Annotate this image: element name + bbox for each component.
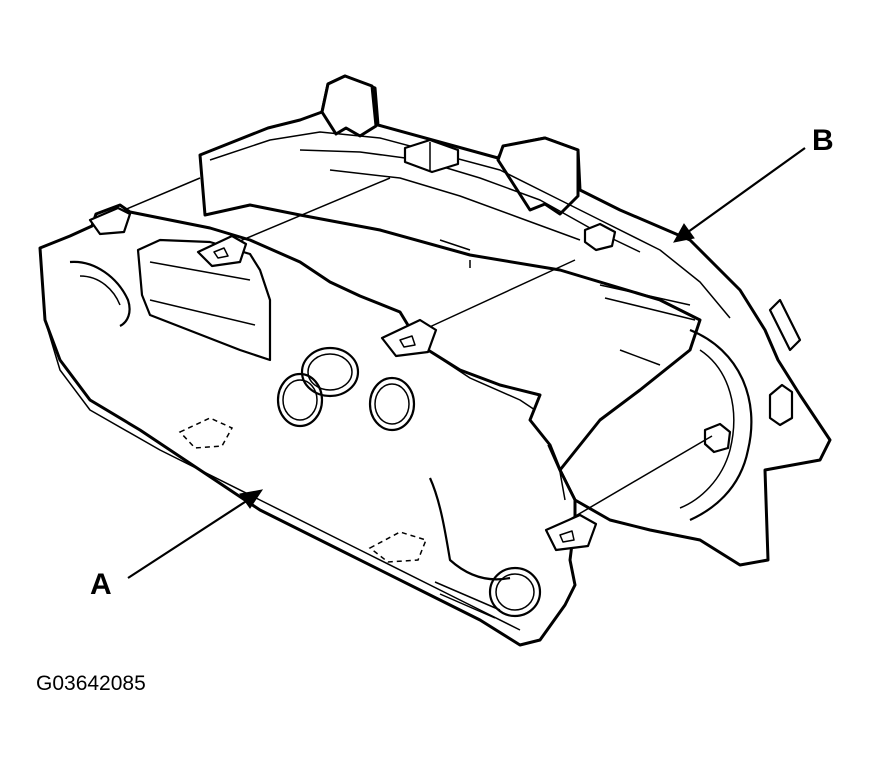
rear-left-mount-tab — [320, 74, 378, 138]
leader-line-b — [687, 147, 806, 233]
clip-top-left — [196, 234, 248, 268]
front-panel-top-ledge — [136, 238, 272, 362]
alignment-line-bottom-right — [554, 435, 713, 529]
leader-line-a — [127, 499, 249, 579]
front-panel-clips — [88, 206, 598, 552]
front-lower-window — [428, 477, 511, 581]
gauge-opening-4 — [488, 566, 542, 618]
alignment-lines — [109, 177, 713, 529]
rear-side-wall — [689, 328, 753, 522]
rear-housing-b — [198, 74, 832, 567]
front-hidden-clip-2 — [368, 531, 427, 563]
rear-inner-rim — [209, 131, 731, 319]
clip-far-left — [88, 206, 132, 236]
arrowhead-b-icon — [673, 223, 695, 243]
arrowhead-a-icon — [239, 489, 264, 509]
gauge-opening-1 — [300, 346, 360, 398]
rear-right-mount-tab — [496, 136, 580, 216]
front-panel-a — [38, 203, 577, 647]
rear-clip-right — [703, 422, 732, 454]
gauge-opening-2 — [276, 372, 324, 428]
rear-housing-body — [198, 74, 832, 567]
front-hidden-clip-1 — [178, 417, 234, 449]
gauge-opening-3 — [368, 376, 416, 432]
rear-side-flange — [768, 298, 802, 352]
clip-middle — [380, 318, 438, 358]
alignment-line-left — [109, 177, 201, 217]
leader-arrows — [127, 147, 806, 579]
callout-label-a: A — [90, 568, 112, 601]
clip-lower-right — [544, 513, 598, 552]
figure-id: G03642085 — [36, 672, 146, 695]
front-left-cutout — [69, 260, 131, 327]
rear-side-boss — [768, 383, 794, 427]
alignment-line-top-right — [409, 259, 576, 337]
rear-right-latch — [583, 222, 617, 252]
alignment-line-top-left — [227, 177, 391, 247]
callout-label-b: B — [812, 124, 834, 157]
rear-connector-block — [403, 138, 460, 174]
